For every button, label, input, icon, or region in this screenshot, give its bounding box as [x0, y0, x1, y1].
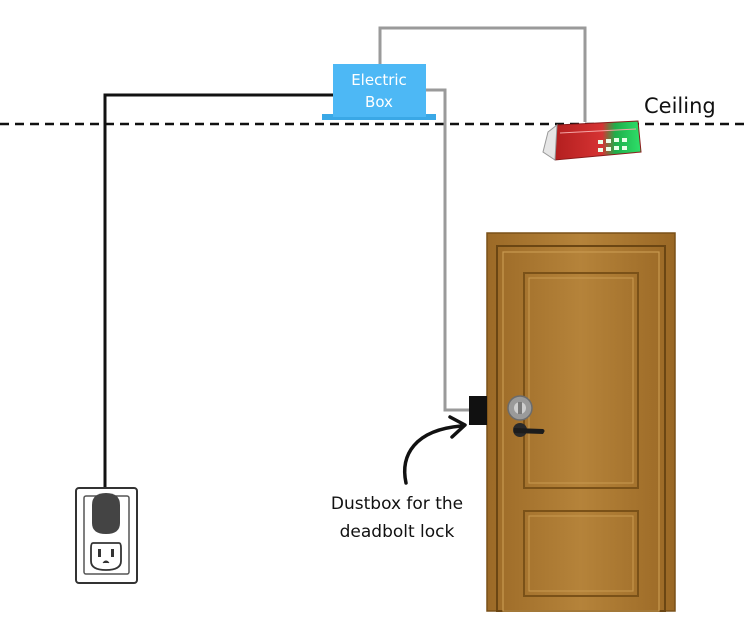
signal-wire-lock — [426, 88, 470, 412]
deadbolt-box-icon — [469, 396, 487, 425]
ceiling-light-icon — [542, 120, 642, 161]
door-icon — [486, 232, 676, 612]
signal-wire-light — [378, 26, 587, 122]
door-handle-icon — [513, 423, 545, 437]
dustbox-label-line2: deadbolt lock — [340, 522, 455, 542]
ceiling-label: Ceiling — [644, 94, 716, 118]
dustbox-label-line1: Dustbox for the — [331, 494, 463, 514]
deadbolt-icon — [507, 395, 533, 421]
electric-box-label-line1: Electric — [351, 71, 407, 89]
curved-arrow-icon — [403, 415, 467, 485]
power-wire — [103, 93, 333, 490]
electric-box-label-line2: Box — [365, 93, 393, 111]
electric-box: Electric Box — [322, 64, 436, 120]
wall-outlet-icon — [75, 487, 138, 584]
